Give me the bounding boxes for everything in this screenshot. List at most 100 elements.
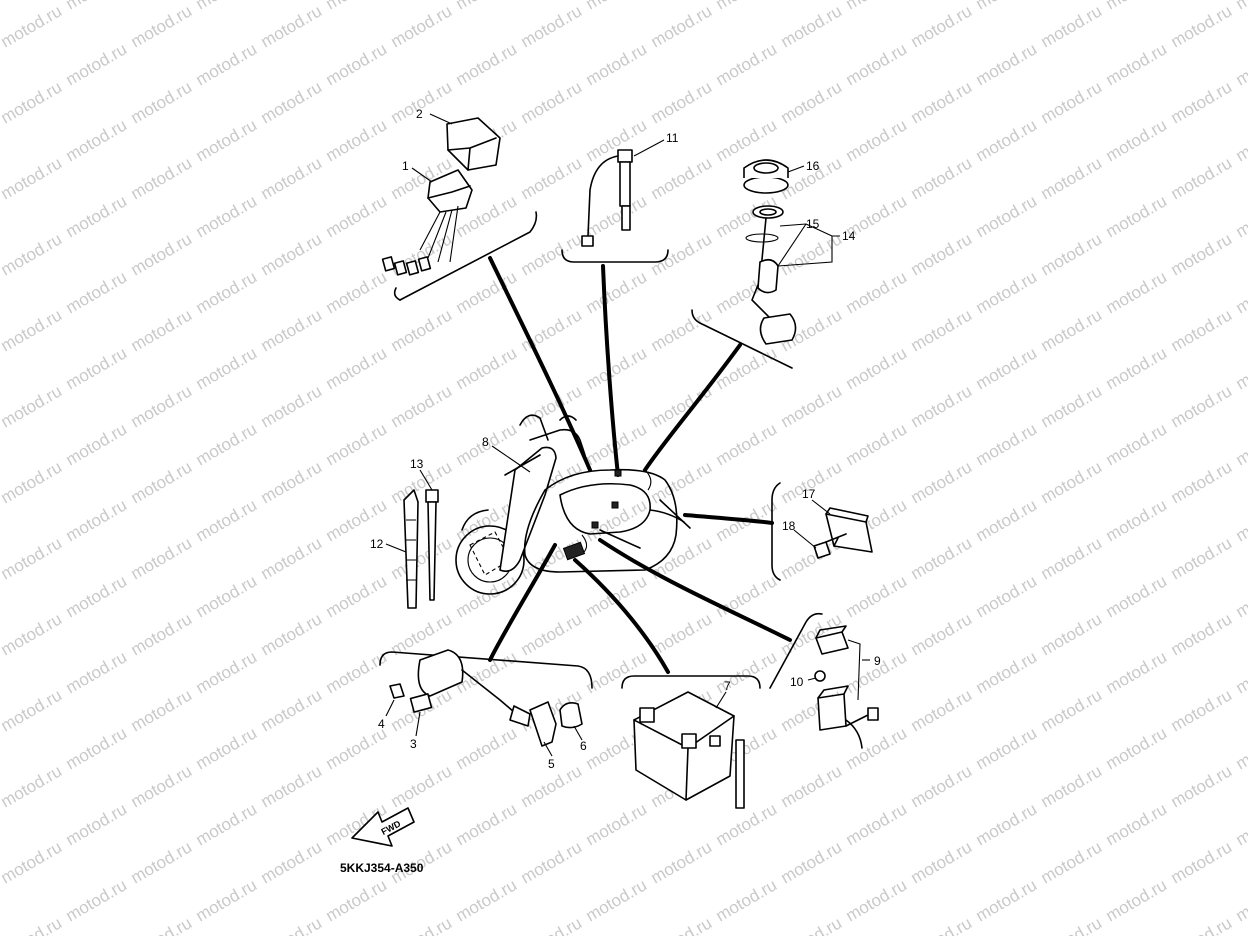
callout-12: 12 [370,537,384,551]
watermark-text: motod.ru [63,191,131,241]
watermark-text: motod.ru [0,229,65,279]
watermark-text: motod.ru [973,115,1041,165]
watermark-text: motod.ru [1038,381,1106,431]
watermark-text: motod.ru [1233,495,1248,545]
watermark-text: motod.ru [193,495,261,545]
watermark-text: motod.ru [0,609,65,659]
watermark-text: motod.ru [1168,457,1236,507]
watermark-text: motod.ru [518,913,586,936]
cable-bands [403,489,439,609]
sensor-part [581,149,633,247]
watermark-text: motod.ru [583,191,651,241]
watermark-text: motod.ru [0,761,65,811]
watermark-text: motod.ru [973,571,1041,621]
watermark-text: motod.ru [0,685,65,735]
watermark-text: motod.ru [453,39,521,89]
watermark-text: motod.ru [258,761,326,811]
watermark-text: motod.ru [1168,77,1236,127]
watermark-text: motod.ru [648,153,716,203]
watermark-text: motod.ru [323,343,391,393]
watermark-text: motod.ru [258,457,326,507]
watermark-text: motod.ru [0,77,65,127]
watermark-text: motod.ru [323,419,391,469]
watermark-text: motod.ru [713,799,781,849]
watermark-text: motod.ru [1233,647,1248,697]
relay-parts [381,117,501,276]
watermark-text: motod.ru [1168,381,1236,431]
watermark-text: motod.ru [973,419,1041,469]
watermark-text: motod.ru [193,39,261,89]
watermark-text: motod.ru [778,229,846,279]
watermark-text: motod.ru [908,381,976,431]
watermark-text: motod.ru [193,647,261,697]
callout-15: 15 [806,217,820,231]
watermark-text: motod.ru [583,115,651,165]
watermark-text: motod.ru [1233,343,1248,393]
watermark-text: motod.ru [1038,153,1106,203]
watermark-text: motod.ru [128,761,196,811]
watermark-text: motod.ru [193,115,261,165]
watermark-text: motod.ru [973,267,1041,317]
watermark-text: motod.ru [973,495,1041,545]
watermark-text: motod.ru [778,77,846,127]
watermark-text: motod.ru [908,77,976,127]
watermark-text: motod.ru [908,305,976,355]
watermark-text: motod.ru [1103,419,1171,469]
watermark-text: motod.ru [0,381,65,431]
watermark-text: motod.ru [843,799,911,849]
callout-11: 11 [666,131,679,145]
watermark-text: motod.ru [453,0,521,13]
watermark-text: motod.ru [63,799,131,849]
watermark-text: motod.ru [0,913,65,936]
watermark-text: motod.ru [973,799,1041,849]
watermark-text: motod.ru [258,837,326,887]
watermark-text: motod.ru [258,153,326,203]
watermark-text: motod.ru [0,1,65,51]
regulator-parts [814,625,879,749]
watermark-text: motod.ru [908,533,976,583]
watermark-text: motod.ru [128,1,196,51]
watermark-text: motod.ru [583,267,651,317]
watermark-text: motod.ru [453,723,521,773]
watermark-text: motod.ru [518,77,586,127]
watermark-text: motod.ru [258,1,326,51]
ignition-parts [389,649,583,747]
watermark-text: motod.ru [908,609,976,659]
watermark-text: motod.ru [1233,571,1248,621]
watermark-text: motod.ru [63,0,131,13]
watermark-text: motod.ru [778,837,846,887]
watermark-text: motod.ru [128,533,196,583]
watermark-text: motod.ru [388,913,456,936]
watermark-text: motod.ru [388,1,456,51]
watermark-text: motod.ru [1233,419,1248,469]
watermark-text: motod.ru [1103,267,1171,317]
watermark-text: motod.ru [453,875,521,925]
watermark-text: motod.ru [258,913,326,936]
watermark-text: motod.ru [1103,799,1171,849]
callout-10: 10 [790,675,804,689]
watermark-text: motod.ru [1233,115,1248,165]
watermark-text: motod.ru [1103,0,1171,13]
callout-1: 1 [402,159,409,173]
watermark-text: motod.ru [973,723,1041,773]
watermark-text: motod.ru [1168,153,1236,203]
watermark-text: motod.ru [973,343,1041,393]
watermark-text: motod.ru [713,571,781,621]
watermark-text: motod.ru [648,77,716,127]
watermark-text: motod.ru [1168,609,1236,659]
drawing-code: 5KKJ354-A350 [340,861,424,875]
watermark-text: motod.ru [1168,913,1236,936]
watermark-text: motod.ru [63,267,131,317]
watermark-text: motod.ru [1038,837,1106,887]
watermark-text: motod.ru [193,723,261,773]
watermark-text: motod.ru [128,457,196,507]
watermark-text: motod.ru [908,457,976,507]
watermark-text: motod.ru [973,0,1041,13]
watermark-text: motod.ru [583,799,651,849]
watermark-text: motod.ru [1233,0,1248,13]
watermark-text: motod.ru [323,647,391,697]
watermark-text: motod.ru [778,381,846,431]
watermark-text: motod.ru [258,685,326,735]
